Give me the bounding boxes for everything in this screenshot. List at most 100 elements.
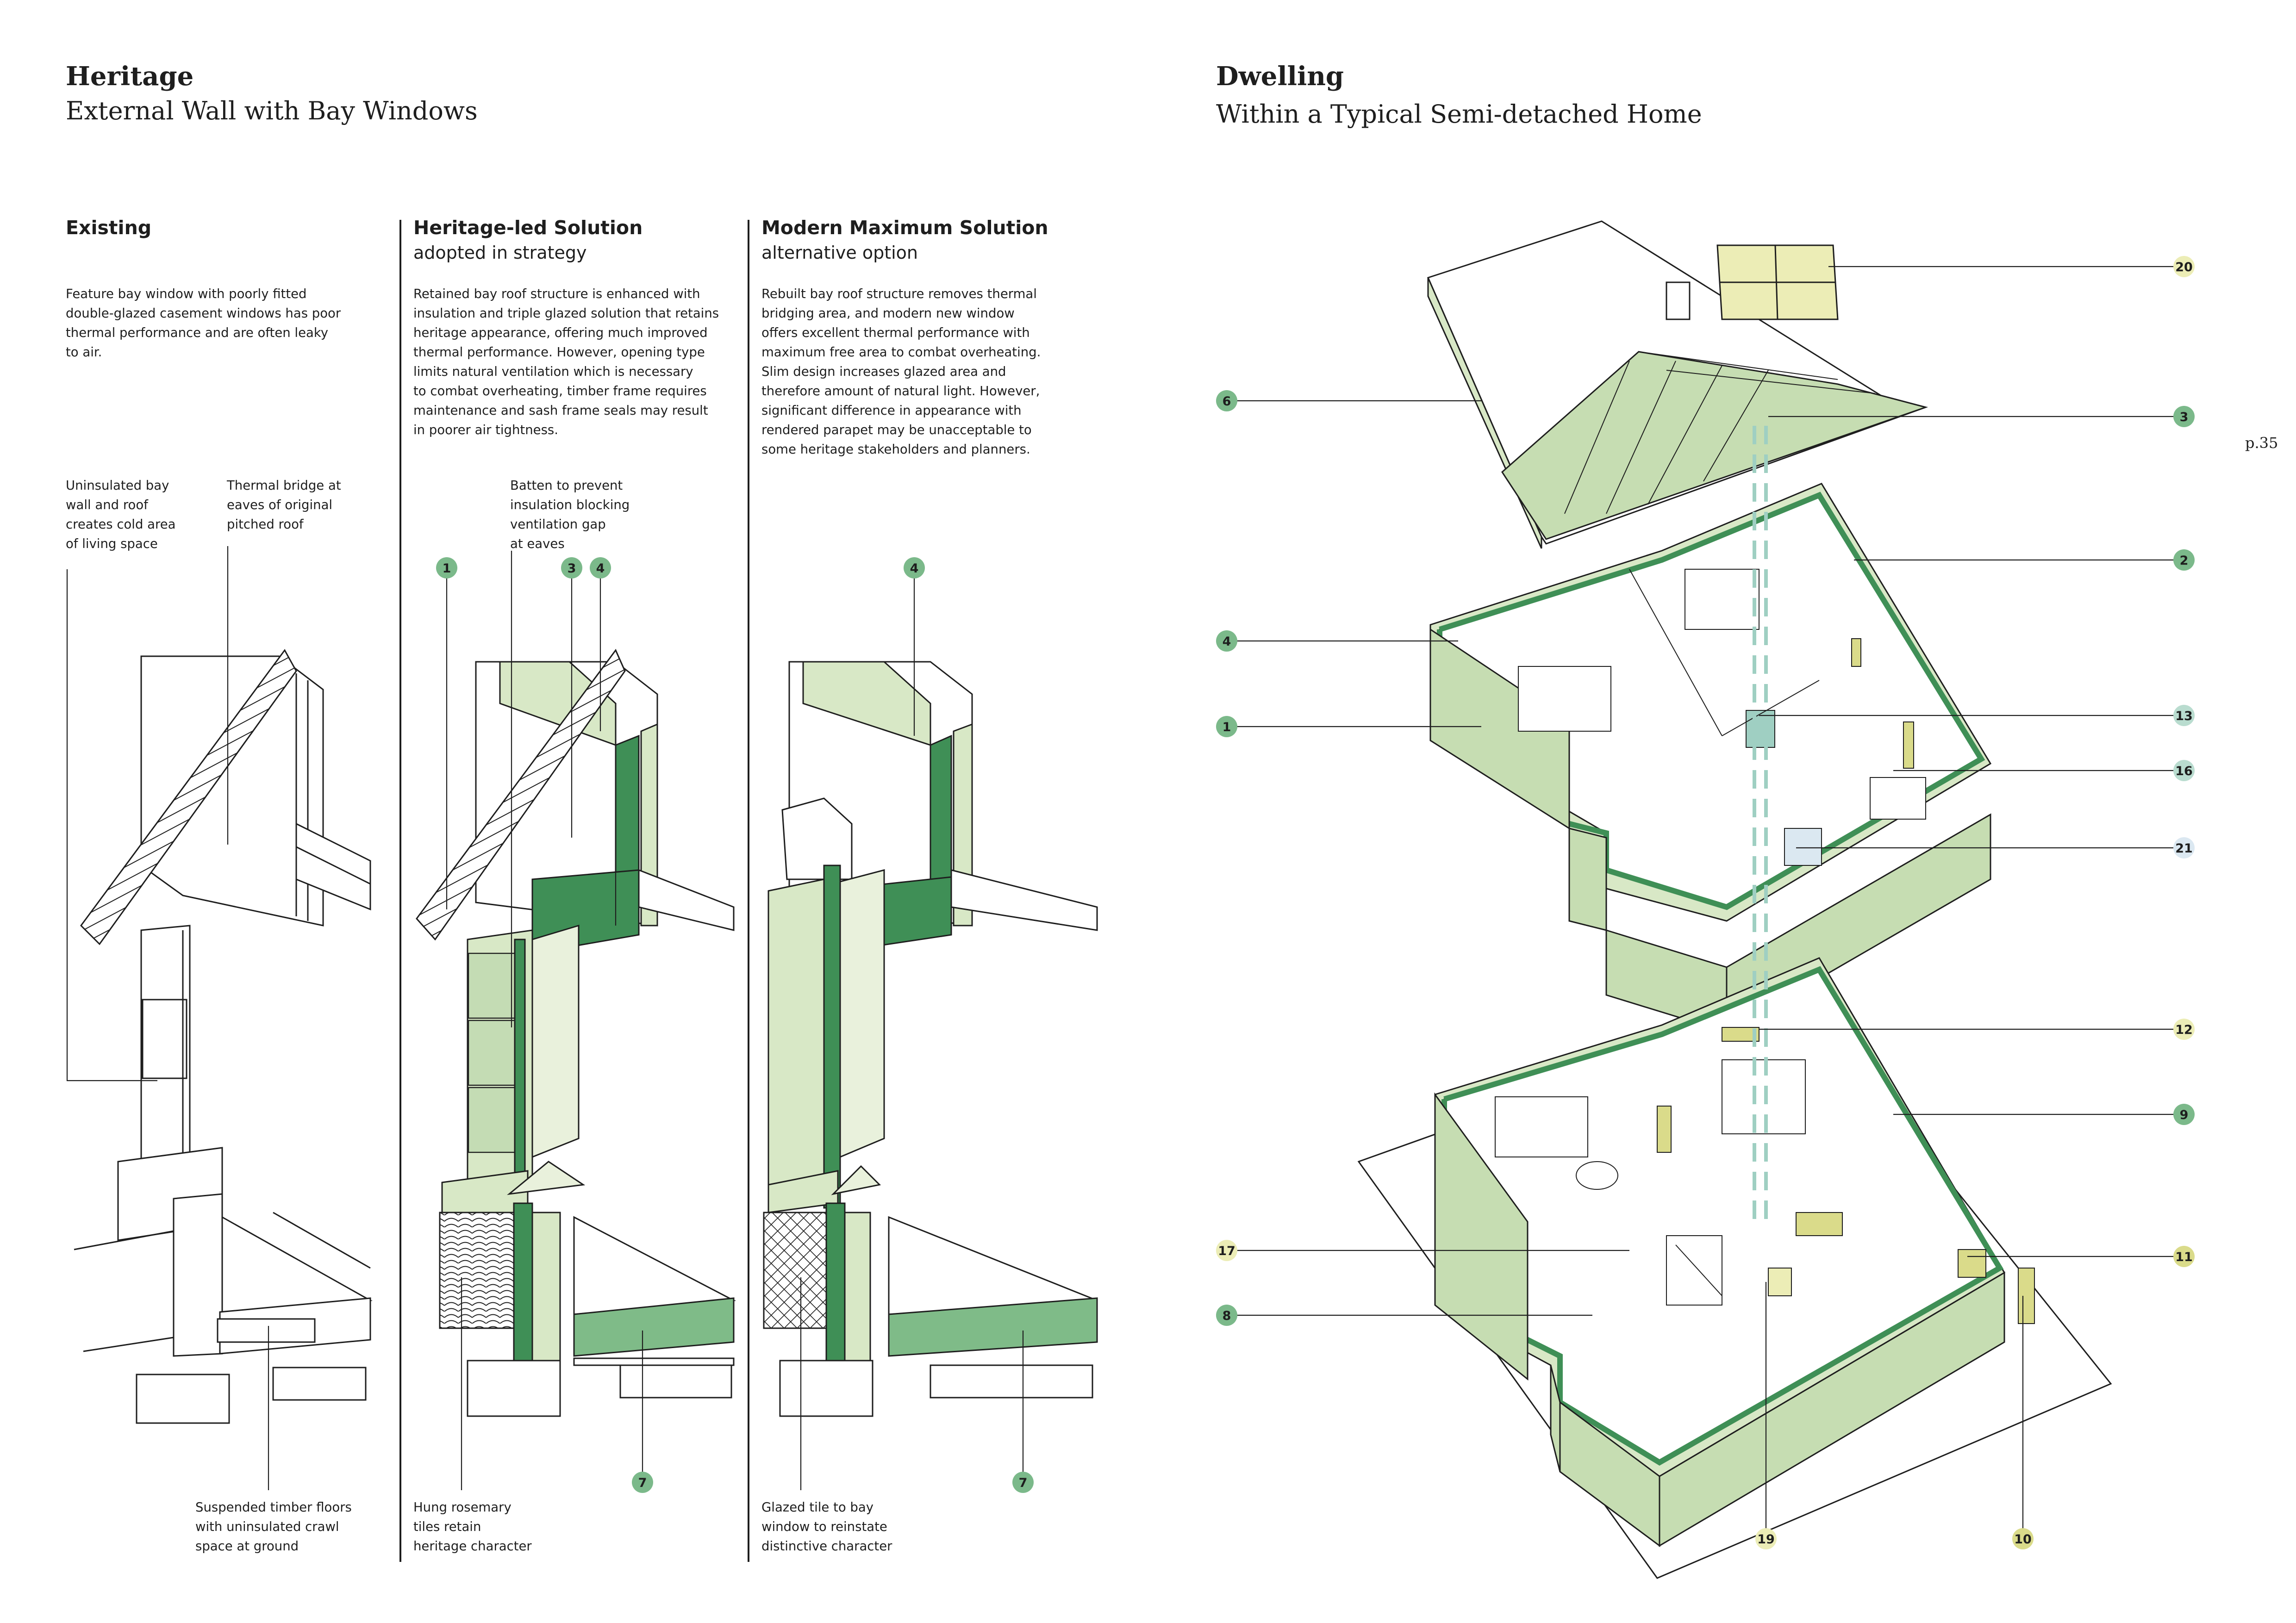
- dwelling-subtitle: Within a Typical Semi-detached Home: [1216, 99, 1702, 129]
- annotation-line: window to reinstate: [761, 1519, 887, 1534]
- dwelling-first-floor: [1429, 483, 1992, 1033]
- marker-label: 21: [2175, 841, 2193, 856]
- heritage-markers: 1 3 4 7: [436, 557, 653, 1493]
- marker-16: [2173, 760, 2195, 781]
- column-modern: Modern Maximum Solution alternative opti…: [761, 217, 1095, 263]
- marker-13: [2173, 705, 2195, 726]
- leaders-dwelling: [1236, 266, 2177, 1530]
- annotation-line: insulation blocking: [510, 497, 630, 512]
- annotation-line: Uninsulated bay: [66, 478, 169, 493]
- marker-label: 7: [1019, 1476, 1028, 1490]
- dwelling-title: Dwelling: [1216, 61, 1344, 92]
- description-line: rendered parapet may be unacceptable to: [761, 423, 1032, 437]
- marker-label: 7: [638, 1476, 647, 1490]
- description-line: thermal performance. However, opening ty…: [413, 345, 705, 360]
- annotation-thermal-bridge: Thermal bridge at eaves of original pitc…: [227, 476, 341, 534]
- annotation-line: distinctive character: [761, 1539, 892, 1554]
- description-line: therefore amount of natural light. Howev…: [761, 384, 1040, 398]
- marker-label: 12: [2175, 1023, 2193, 1037]
- column-heading: Heritage-led Solution: [413, 217, 643, 239]
- marker-label: 3: [2180, 410, 2189, 424]
- marker-1: [1216, 716, 1237, 737]
- annotation-line: with uninsulated crawl: [195, 1519, 339, 1534]
- column-description: Feature bay window with poorly fitted do…: [66, 284, 399, 362]
- marker-11: [2173, 1246, 2195, 1267]
- description-line: double-glazed casement windows has poor: [66, 306, 341, 321]
- description-line: Retained bay roof structure is enhanced …: [413, 286, 700, 301]
- heritage-subtitle: External Wall with Bay Windows: [66, 96, 478, 125]
- dwelling-markers: 6 4 1 17 8 20 3 2 13 16 21 12 9 11 19 10: [1216, 256, 2195, 1549]
- annotation-line: Glazed tile to bay: [761, 1500, 874, 1515]
- marker-label: 3: [568, 561, 576, 576]
- annotation-glazed-tile: Glazed tile to bay window to reinstate d…: [761, 1498, 892, 1556]
- description-line: Rebuilt bay roof structure removes therm…: [761, 286, 1037, 301]
- marker-label: 16: [2175, 764, 2193, 778]
- annotation-line: space at ground: [195, 1539, 299, 1554]
- marker-17: [1216, 1240, 1237, 1261]
- marker-label: 19: [1757, 1532, 1775, 1547]
- leaders-existing: [66, 546, 269, 1490]
- description-line: in poorer air tightness.: [413, 423, 558, 437]
- column-heritage-led: Heritage-led Solution adopted in strateg…: [413, 217, 747, 263]
- description-line: limits natural ventilation which is nece…: [413, 364, 693, 379]
- marker-9: [2173, 1104, 2195, 1125]
- annotation-line: tiles retain: [413, 1519, 481, 1534]
- marker-10: [2012, 1528, 2034, 1549]
- annotation-line: Suspended timber floors: [195, 1500, 352, 1515]
- marker-label: 1: [443, 561, 451, 576]
- section-modern: [763, 661, 1098, 1417]
- description-line: heritage appearance, offering much impro…: [413, 325, 708, 340]
- marker-7: [1012, 1472, 1034, 1493]
- annotation-line: Thermal bridge at: [227, 478, 341, 493]
- annotation-line: of living space: [66, 536, 158, 551]
- marker-12: [2173, 1019, 2195, 1040]
- marker-4: [904, 557, 925, 578]
- marker-label: 11: [2175, 1250, 2193, 1264]
- annotation-line: ventilation gap: [510, 517, 606, 532]
- description-line: significant difference in appearance wit…: [761, 403, 1022, 418]
- marker-4: [1216, 630, 1237, 652]
- annotation-line: Hung rosemary: [413, 1500, 512, 1515]
- marker-label: 20: [2175, 260, 2193, 274]
- marker-1: [436, 557, 457, 578]
- marker-label: 17: [1218, 1244, 1235, 1258]
- marker-20: [2173, 256, 2195, 277]
- dwelling-ground-floor: [1357, 957, 2112, 1579]
- marker-8: [1216, 1305, 1237, 1326]
- description-line: Slim design increases glazed area and: [761, 364, 1006, 379]
- marker-label: 10: [2014, 1532, 2032, 1547]
- ventilation-stack: [1753, 426, 1768, 1226]
- description-line: bridging area, and modern new window: [761, 306, 1015, 321]
- leaders-modern: [800, 576, 1024, 1490]
- heritage-title: Heritage: [66, 61, 194, 92]
- marker-label: 4: [596, 561, 605, 576]
- marker-2: [2173, 549, 2195, 571]
- description-line: insulation and triple glazed solution th…: [413, 306, 719, 321]
- dwelling-roof: [1427, 220, 1928, 549]
- description-line: to combat overheating, timber frame requ…: [413, 384, 707, 398]
- description-line: offers excellent thermal performance wit…: [761, 325, 1030, 340]
- marker-label: 6: [1223, 394, 1231, 409]
- description-line: maximum free area to combat overheating.: [761, 345, 1041, 360]
- column-heading: Modern Maximum Solution: [761, 217, 1048, 239]
- annotation-batten: Batten to prevent insulation blocking ve…: [510, 476, 630, 553]
- section-existing: [74, 649, 373, 1424]
- description-line: some heritage stakeholders and planners.: [761, 442, 1030, 457]
- annotation-line: pitched roof: [227, 517, 304, 532]
- modern-markers: 4 7: [904, 557, 1034, 1493]
- marker-3: [561, 557, 582, 578]
- marker-19: [1755, 1528, 1777, 1549]
- marker-4: [590, 557, 611, 578]
- annotation-suspended-floors: Suspended timber floors with uninsulated…: [195, 1498, 352, 1556]
- annotation-line: at eaves: [510, 536, 565, 551]
- column-existing: Existing: [66, 217, 390, 239]
- column-description: Retained bay roof structure is enhanced …: [413, 284, 756, 440]
- marker-label: 2: [2180, 553, 2189, 568]
- annotation-uninsulated-bay: Uninsulated bay wall and roof creates co…: [66, 476, 175, 553]
- column-description: Rebuilt bay roof structure removes therm…: [761, 284, 1104, 459]
- annotation-line: eaves of original: [227, 497, 333, 512]
- marker-21: [2173, 837, 2195, 858]
- description-line: maintenance and sash frame seals may res…: [413, 403, 708, 418]
- leader-line: [66, 569, 157, 1082]
